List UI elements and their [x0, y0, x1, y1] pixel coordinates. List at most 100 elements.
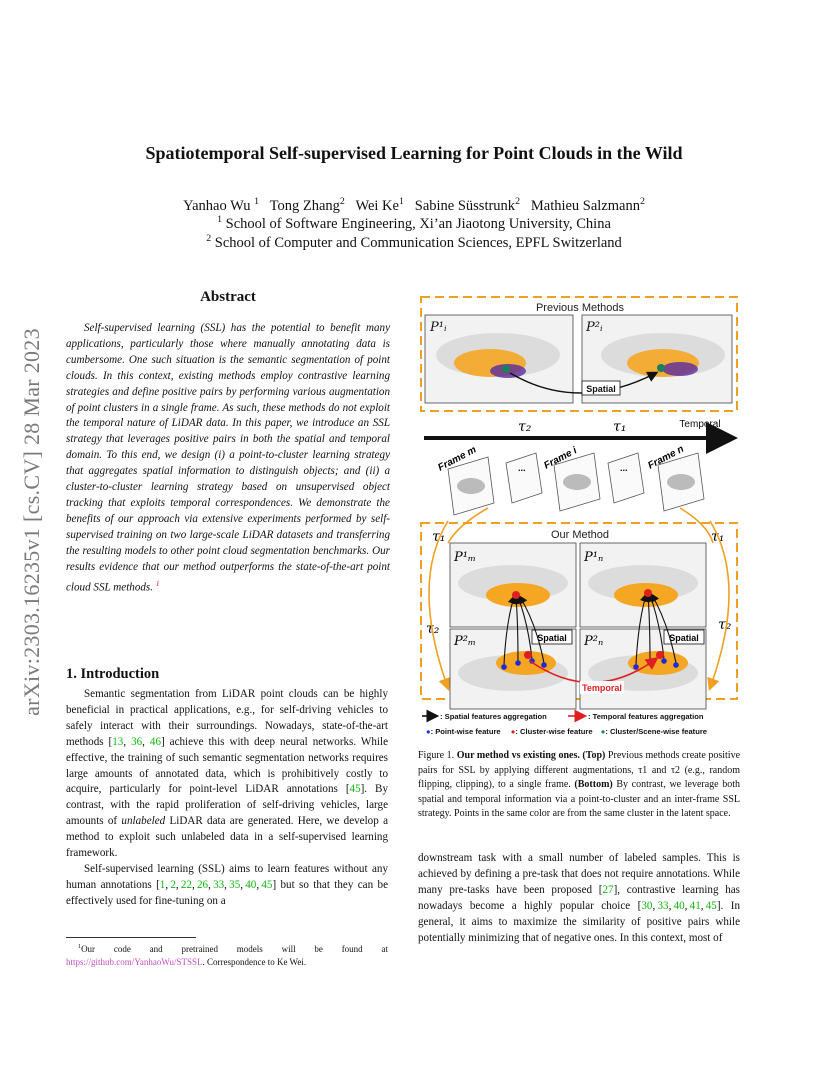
citation-link[interactable]: 45: [705, 899, 717, 912]
frame-m: Frame m: [436, 444, 495, 516]
citation-link[interactable]: 22: [180, 878, 192, 891]
body-text: ], contrastive learning has nowadays bec…: [418, 883, 740, 912]
cluster-wise-feature-dot: [524, 651, 532, 659]
arxiv-stamp: arXiv:2303.16235v1 [cs.CV] 28 Mar 2023: [12, 282, 52, 762]
intro-paragraph-1: Semantic segmentation from LiDAR point c…: [66, 688, 389, 860]
point-wise-feature-dot: [541, 662, 547, 668]
point-wise-feature-dot: [501, 664, 507, 670]
citation-link[interactable]: 33: [213, 878, 225, 891]
frame-n: Frame n: [646, 444, 705, 512]
figure-legend-row-2: ●: Point-wise feature ●: Cluster-wise fe…: [418, 727, 742, 739]
tau2-label-right: τ₂: [718, 617, 732, 633]
citation-link[interactable]: 45: [261, 878, 273, 891]
affiliation-text: School of Software Engineering, Xi’an Ji…: [225, 215, 611, 232]
cluster-wise-feature-dot: [644, 589, 652, 597]
point-wise-feature-dot: [515, 660, 521, 666]
citation-link[interactable]: 36: [131, 735, 143, 748]
panel-label-pn2: P²ₙ: [583, 634, 603, 649]
author-affiliation-mark: 1: [398, 196, 404, 207]
cluster-wise-legend-dot: ●: [510, 727, 516, 736]
previous-methods-box: [420, 296, 738, 412]
citation-link[interactable]: 46: [149, 735, 161, 748]
spatial-tag: [531, 629, 573, 645]
previous-methods-label: Previous Methods: [536, 302, 625, 314]
citation-link[interactable]: 45: [349, 783, 361, 796]
footnote-text: Our code and pretrained models will be f…: [81, 944, 388, 954]
intro-text: Semantic segmentation from LiDAR point c…: [66, 688, 388, 748]
point-cloud-cluster-orange: [496, 651, 556, 675]
abstract-body: Self-supervised learning (SSL) has the p…: [66, 321, 390, 596]
legend-spatial-text: : Spatial features aggregation: [440, 712, 547, 721]
author-affiliation-mark: 2: [515, 196, 520, 207]
citation-link[interactable]: 27: [602, 883, 614, 896]
citation-link[interactable]: 26: [196, 878, 209, 891]
footnote-mark: 1: [78, 944, 82, 950]
author-name: Yanhao Wu: [183, 197, 251, 214]
arxiv-stamp-text: arXiv:2303.16235v1 [cs.CV] 28 Mar 2023: [19, 328, 44, 716]
citation-link[interactable]: 40: [673, 899, 685, 912]
author-name: Mathieu Salzmann: [530, 197, 640, 214]
intro-text: Self-supervised learning (SSL) aims to l…: [66, 862, 388, 891]
frame-ellipsis-1: ...: [505, 452, 543, 504]
legend-cluster-scene-text: : Cluster/Scene-wise feature: [605, 727, 708, 736]
caption-label: Figure 1.: [418, 750, 455, 761]
temporal-tag: [580, 681, 624, 694]
citation-link[interactable]: 30: [641, 899, 653, 912]
intro-text: ]. By contrast, with the rapid prolifera…: [66, 783, 388, 828]
emphasis-text: unlabeled: [121, 815, 166, 828]
cluster-wise-feature-dot: [512, 591, 520, 599]
author-name: Tong Zhang: [269, 197, 340, 214]
abstract-heading: Abstract: [200, 289, 256, 305]
citation-link[interactable]: 1: [159, 878, 166, 891]
abstract-footnote-mark[interactable]: 1: [155, 578, 160, 588]
spatial-arrow: [509, 371, 659, 394]
caption-text: Previous methods create positive pairs f…: [418, 750, 741, 791]
legend-temporal-text: : Temporal features aggregation: [588, 712, 704, 721]
github-link[interactable]: https://github.com/YanhaoWu/STSSL: [66, 956, 203, 967]
author-affiliation-mark: 1: [254, 196, 259, 207]
point-wise-feature-dot: [633, 664, 639, 670]
author-affiliation-mark: 2: [640, 196, 645, 207]
paper-title: Spatiotemporal Self-supervised Learning …: [145, 143, 683, 163]
citation-link[interactable]: 40: [245, 878, 257, 891]
citation-link[interactable]: 35: [229, 878, 241, 891]
caption-text: By contrast, we leverage both spatial an…: [418, 779, 740, 820]
spatial-aggregation-right: [635, 592, 677, 666]
body-text: ]. In general, it aims to maximize the s…: [418, 899, 741, 944]
ellipsis-text: ...: [518, 463, 526, 473]
affiliation-number: 1: [217, 214, 223, 225]
affiliation-text: School of Computer and Communication Sci…: [214, 234, 622, 251]
point-wise-legend-dot: ●: [426, 727, 431, 736]
citation-link[interactable]: 41: [689, 899, 701, 912]
point-wise-feature-dot: [673, 662, 679, 668]
affiliation-number: 2: [206, 233, 212, 244]
figure-caption: Figure 1. Our method vs existing ones. (…: [418, 749, 740, 822]
section-heading-introduction: 1. Introduction: [66, 666, 160, 682]
augmentation-arrow-top-right: [679, 507, 714, 544]
cluster-scene-legend-dot: ●: [600, 727, 606, 736]
abstract-text: Self-supervised learning (SSL) has the p…: [66, 322, 390, 594]
augmentation-arrow-right: [707, 520, 730, 692]
author-list: Yanhao Wu 1 Tong Zhang2 Wei Ke1 Sabine S…: [60, 196, 768, 215]
panel-label-pi1: P¹ᵢ: [429, 320, 447, 335]
spatial-aggregation-left: [503, 594, 545, 666]
footnote-text: . Correspondence to Ke Wei.: [202, 956, 307, 967]
intro-text: LiDAR data are generated. Here, we devel…: [66, 815, 388, 860]
spatial-tag: [581, 380, 621, 396]
legend-cluster-wise-text: : Cluster-wise feature: [515, 727, 593, 736]
panel-label-pm1: P¹ₘ: [453, 550, 476, 565]
affiliation-1: 1 School of Software Engineering, Xi’an …: [60, 214, 768, 233]
legend-point-wise-text: : Point-wise feature: [430, 727, 501, 736]
panel-label-pm2: P²ₘ: [453, 634, 476, 649]
caption-bold-bottom: (Bottom): [574, 779, 613, 791]
citation-link[interactable]: 2: [170, 878, 176, 891]
spatial-tag: [663, 629, 705, 645]
figure-1: Previous Methods P¹ᵢ P²ᵢ Spatial τ₂ τ₁ T…: [420, 296, 738, 723]
caption-bold-title: Our method vs existing ones. (Top): [456, 750, 606, 761]
affiliation-2: 2 School of Computer and Communication S…: [60, 233, 768, 252]
citation-link[interactable]: 33: [657, 899, 669, 912]
citation-link[interactable]: 13: [112, 735, 124, 748]
our-method-label: Our Method: [551, 529, 609, 541]
point-cloud-cluster-purple: [662, 362, 698, 376]
augmentation-arrow-top-left: [447, 507, 489, 544]
